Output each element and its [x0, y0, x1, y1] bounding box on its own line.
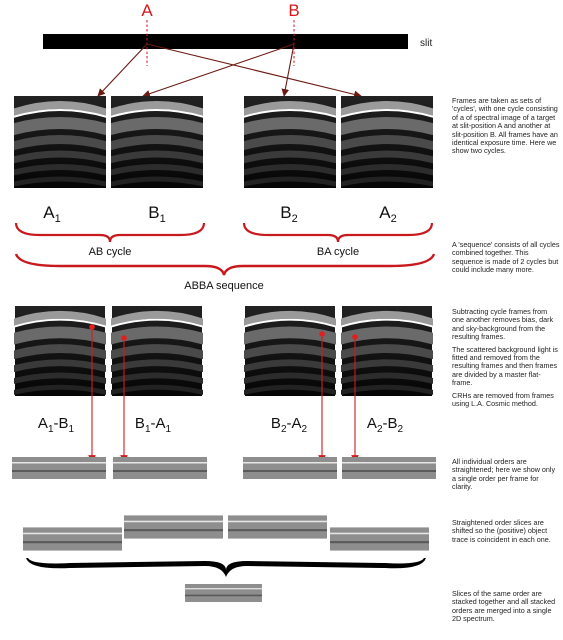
strip-1 [12, 457, 106, 479]
arrow-a-to-frame-a2 [146, 43, 362, 99]
caption-straightened: All individual orders are straightened; … [452, 457, 560, 496]
caption-straightened-text: All individual orders are straightened; … [452, 457, 556, 492]
diff-label-b2-a2: B2-A2 [271, 415, 308, 435]
caption-sequence-text: A 'sequence' consists of all cycles comb… [452, 240, 560, 275]
caption-subtraction-text: Subtracting cycle frames from one anothe… [452, 307, 554, 342]
slit-bar [43, 34, 408, 49]
diff-label-b1-a1: B1-A1 [135, 415, 172, 435]
shifted-strip-4 [330, 527, 429, 551]
frame-diff-a2-b2 [341, 306, 433, 396]
caption-shifted-text: Straightened order slices are shifted so… [452, 518, 551, 544]
trace-dot-2 [121, 335, 127, 341]
arrow-b-to-frame-b2 [281, 43, 295, 97]
strip-2 [113, 457, 207, 479]
caption-stacked-text: Slices of the same order are stacked tog… [452, 589, 556, 624]
merge-brace [26, 558, 426, 577]
diff-label-a2-b2: A2-B2 [367, 415, 404, 435]
frame-label-b1: B1 [148, 203, 165, 225]
frame-a1 [14, 96, 106, 188]
caption-cycles-text: Frames are taken as sets of 'cycles', wi… [452, 96, 558, 156]
slit-position-a-label: A [141, 1, 153, 20]
caption-shifted: Straightened order slices are shifted so… [452, 518, 560, 548]
strip-4 [342, 457, 436, 479]
frame-label-a1: A1 [43, 203, 60, 225]
ab-cycle-brace [14, 222, 206, 243]
frame-diff-b2-a2 [244, 306, 336, 396]
frame-label-a2: A2 [379, 203, 396, 225]
frame-b2 [244, 96, 336, 188]
frame-a2 [341, 96, 433, 188]
arrow-a-to-frame-a1 [97, 43, 148, 97]
caption-subtraction: Subtracting cycle frames from one anothe… [452, 307, 560, 412]
shifted-strip-3 [228, 515, 327, 539]
caption-stacked: Slices of the same order are stacked tog… [452, 589, 560, 628]
ba-cycle-label: BA cycle [317, 246, 359, 258]
trace-dot-1 [89, 324, 95, 330]
slit-position-b-label: B [288, 1, 299, 20]
trace-dot-3 [319, 331, 325, 337]
ab-cycle-label: AB cycle [89, 246, 132, 258]
frame-diff-a1-b1 [14, 306, 106, 396]
abba-sequence-brace [14, 253, 436, 276]
diff-label-a1-b1: A1-B1 [38, 415, 75, 435]
caption-cycles: Frames are taken as sets of 'cycles', wi… [452, 96, 560, 160]
ba-cycle-brace [242, 222, 434, 243]
caption-sequence: A 'sequence' consists of all cycles comb… [452, 240, 560, 279]
shifted-strip-1 [23, 527, 122, 551]
caption-crh-text: CRHs are removed from frames using L.A. … [452, 390, 554, 409]
strip-3 [243, 457, 337, 479]
slit-label: slit [420, 38, 432, 49]
shifted-strip-2 [124, 515, 223, 539]
frame-b1 [111, 96, 203, 188]
trace-dot-4 [352, 334, 358, 340]
arrow-b-to-frame-b1 [142, 43, 295, 98]
frame-label-b2: B2 [280, 203, 297, 225]
stacked-strip [185, 584, 262, 602]
abba-sequence-label: ABBA sequence [184, 280, 264, 292]
caption-scattered-light-text: The scattered background light is fitted… [452, 344, 558, 388]
frame-diff-b1-a1 [111, 306, 203, 396]
